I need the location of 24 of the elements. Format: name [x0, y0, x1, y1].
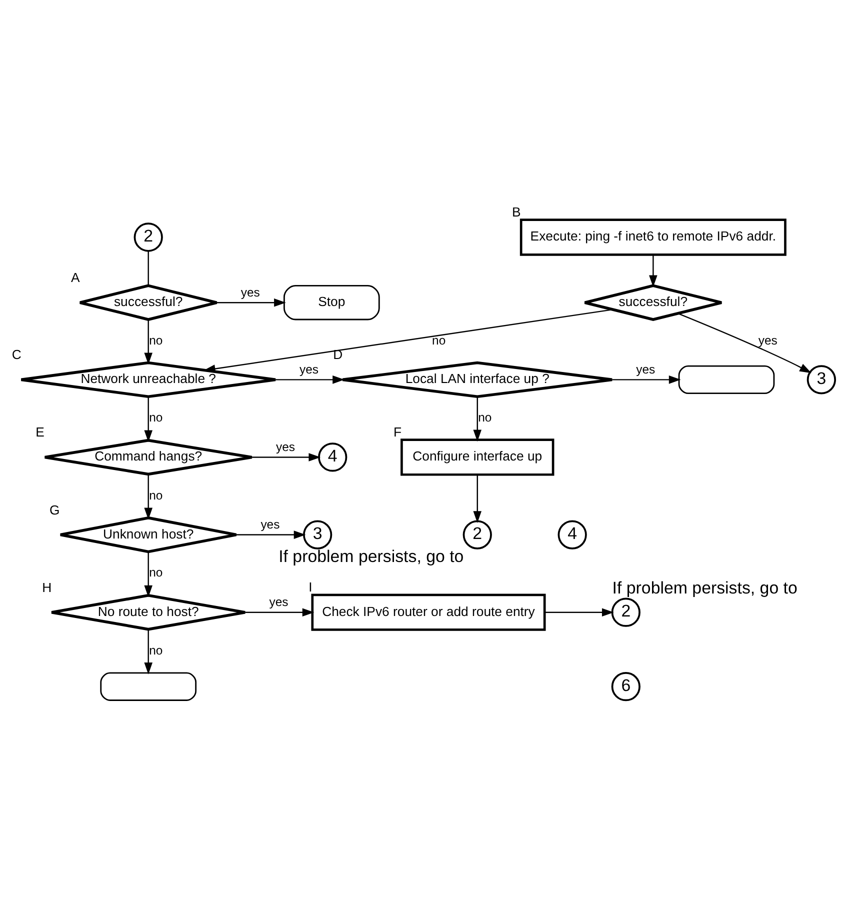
edge-label: no — [149, 410, 163, 424]
node-label: E — [36, 424, 44, 440]
node-label: If problem persists, go to — [612, 578, 798, 597]
edge-label: no — [149, 488, 163, 502]
edge-label: no — [149, 643, 163, 658]
edge-label: yes — [240, 284, 260, 299]
edge-label: yes — [758, 332, 778, 347]
edge-label: no — [432, 332, 446, 347]
node-label: B — [512, 204, 521, 219]
node-label: H — [42, 579, 52, 594]
edge-label: no — [149, 565, 163, 580]
node-label: C — [12, 346, 22, 362]
edge-label: no — [478, 410, 492, 424]
node-label: I — [308, 578, 312, 594]
edge-label: yes — [276, 440, 296, 454]
node-label: A — [70, 270, 80, 285]
node-label: If problem persists, go to — [278, 546, 464, 566]
edge-label: yes — [269, 594, 288, 609]
node-label: G — [49, 502, 60, 517]
edge-label: yes — [636, 362, 656, 376]
node-label: F — [393, 424, 402, 439]
edge-label: yes — [260, 517, 280, 532]
edge-label: no — [149, 332, 163, 347]
edge-label: yes — [299, 362, 318, 376]
